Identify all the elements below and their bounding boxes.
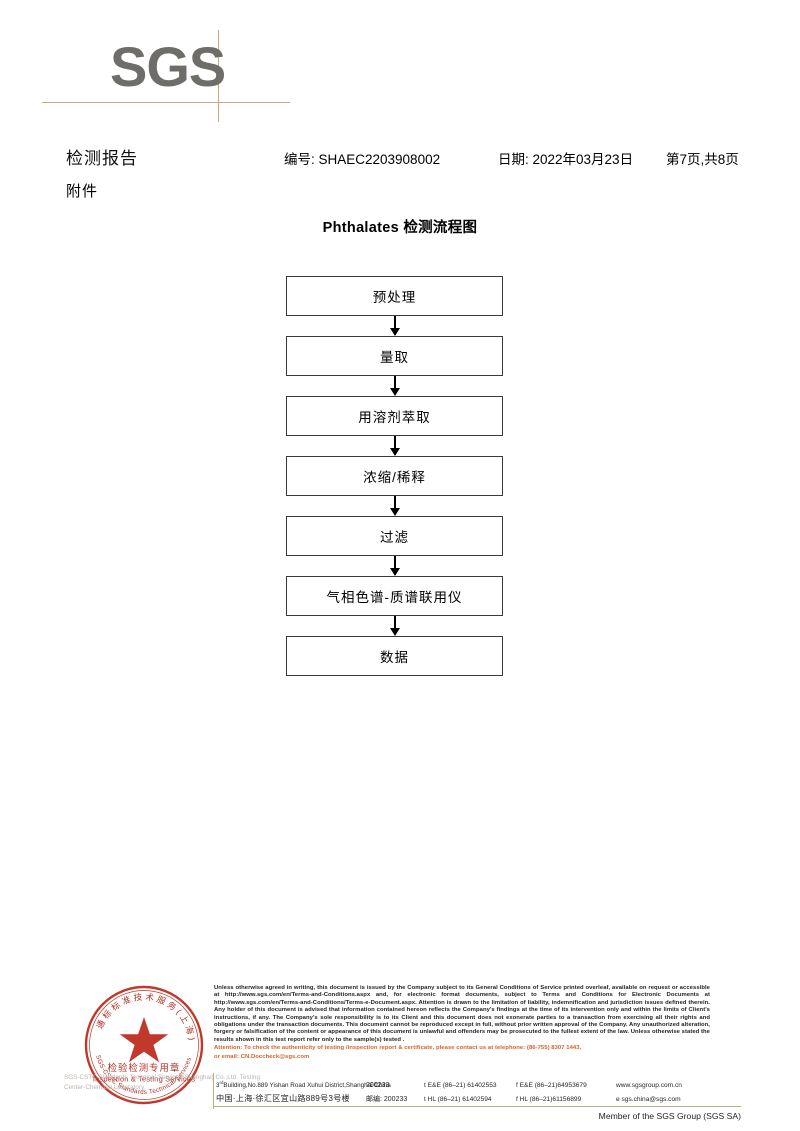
arrow-shaft (393, 496, 396, 510)
flow-step-label: 预处理 (372, 290, 417, 305)
report-footer: 通标标准技术服务(上海)有限公司 SGS-CSTC Standards Tech… (0, 975, 800, 1131)
arrow-shaft (393, 616, 396, 630)
address-english: 3rdBuilding,No.889 Yishan Road Xuhui Dis… (216, 1076, 391, 1092)
flow-step-label: 用溶剂萃取 (358, 410, 431, 425)
sgs-logo-text: SGS (110, 35, 226, 98)
arrow-shaft (393, 436, 396, 450)
address-row-en: 3rdBuilding,No.889 Yishan Road Xuhui Dis… (216, 1076, 736, 1092)
flow-step-label: 浓缩/稀释 (363, 470, 426, 485)
fax-hl: f HL (86–21)61156899 (516, 1096, 582, 1104)
page-title: 检测报告 (66, 149, 138, 168)
arrow-head-icon (389, 568, 400, 576)
arrow-shaft (393, 376, 396, 390)
attachment-label: 附件 (66, 183, 99, 200)
flow-step-data: 数据 (286, 636, 503, 676)
flow-step-label: 过滤 (380, 530, 409, 545)
flowchart: 预处理 量取 用溶剂萃取 浓缩/稀释 过滤 (286, 276, 503, 676)
flow-arrow-1 (286, 316, 503, 336)
attention-line-2: or email: CN.Doccheck@sgs.com (214, 1053, 310, 1060)
logo-vertical-rule (218, 30, 219, 122)
flow-step-solvent-extraction: 用溶剂萃取 (286, 396, 503, 436)
arrow-head-icon (389, 388, 400, 396)
flow-step-label: 数据 (380, 650, 409, 665)
flow-step-pretreatment: 预处理 (286, 276, 503, 316)
address-english-text: Building,No.889 Yishan Road Xuhui Distri… (223, 1082, 391, 1090)
email-address[interactable]: e sgs.china@sgs.com (616, 1096, 681, 1104)
fax-ee: f E&E (86–21)64953679 (516, 1082, 587, 1090)
flow-arrow-6 (286, 616, 503, 636)
address-ordinal-suffix: rd (219, 1080, 224, 1085)
sgs-logo: SGS (42, 30, 290, 122)
flow-step-measure: 量取 (286, 336, 503, 376)
zip-english: 200233 (366, 1082, 390, 1090)
company-seal: 通标标准技术服务(上海)有限公司 SGS-CSTC Standards Tech… (64, 983, 260, 1111)
flow-arrow-2 (286, 376, 503, 396)
address-chinese: 中国·上海·徐汇区宜山路889号3号楼 (216, 1094, 350, 1104)
report-date: 日期: 2022年03月23日 (498, 152, 634, 167)
footer-horizontal-rule (213, 1106, 741, 1107)
zip-chinese: 邮编: 200233 (366, 1096, 408, 1104)
address-ordinal-number: 3 (216, 1082, 220, 1090)
arrow-head-icon (389, 328, 400, 336)
member-statement: Member of the SGS Group (SGS SA) (598, 1111, 741, 1121)
seal-underlay-text: SGS-CSTC Standards Technical Services(Sh… (64, 1074, 261, 1091)
logo-horizontal-rule (42, 102, 290, 103)
flow-step-label: 气相色谱-质谱联用仪 (326, 590, 463, 605)
svg-text:检验检测专用章: 检验检测专用章 (108, 1062, 181, 1074)
report-number: 编号: SHAEC2203908002 (284, 152, 441, 167)
flowchart-title: Phthalates 检测流程图 (322, 220, 478, 236)
tel-ee: t E&E (86–21) 61402553 (424, 1082, 497, 1090)
attention-line-1: Attention: To check the authenticity of … (214, 1045, 582, 1052)
arrow-shaft (393, 556, 396, 570)
flow-step-concentrate-dilute: 浓缩/稀释 (286, 456, 503, 496)
arrow-head-icon (389, 448, 400, 456)
flow-arrow-5 (286, 556, 503, 576)
page-indicator: 第7页,共8页 (666, 152, 739, 167)
arrow-shaft (393, 316, 396, 330)
website-url[interactable]: www.sgsgroup.com.cn (616, 1082, 682, 1090)
flow-step-filter: 过滤 (286, 516, 503, 556)
svg-text:Inspection & Testing Services: Inspection & Testing Services (93, 1075, 195, 1084)
flow-step-label: 量取 (380, 350, 409, 365)
legal-disclaimer: Unless otherwise agreed in writing, this… (214, 985, 710, 1061)
seal-stamp-icon: 通标标准技术服务(上海)有限公司 SGS-CSTC Standards Tech… (82, 983, 204, 1105)
flow-arrow-3 (286, 436, 503, 456)
report-header: 检测报告 编号: SHAEC2203908002 日期: 2022年03月23日… (66, 144, 756, 168)
footer-vertical-rule (213, 1073, 214, 1109)
address-row-cn: 中国·上海·徐汇区宜山路889号3号楼 邮编: 200233 t HL (86–… (216, 1092, 736, 1106)
arrow-head-icon (389, 508, 400, 516)
flow-arrow-4 (286, 496, 503, 516)
office-address-block: 3rdBuilding,No.889 Yishan Road Xuhui Dis… (216, 1076, 736, 1106)
tel-hl: t HL (86–21) 61402594 (424, 1096, 492, 1104)
arrow-head-icon (389, 628, 400, 636)
flow-step-gcms: 气相色谱-质谱联用仪 (286, 576, 503, 616)
disclaimer-body: Unless otherwise agreed in writing, this… (214, 985, 710, 1043)
